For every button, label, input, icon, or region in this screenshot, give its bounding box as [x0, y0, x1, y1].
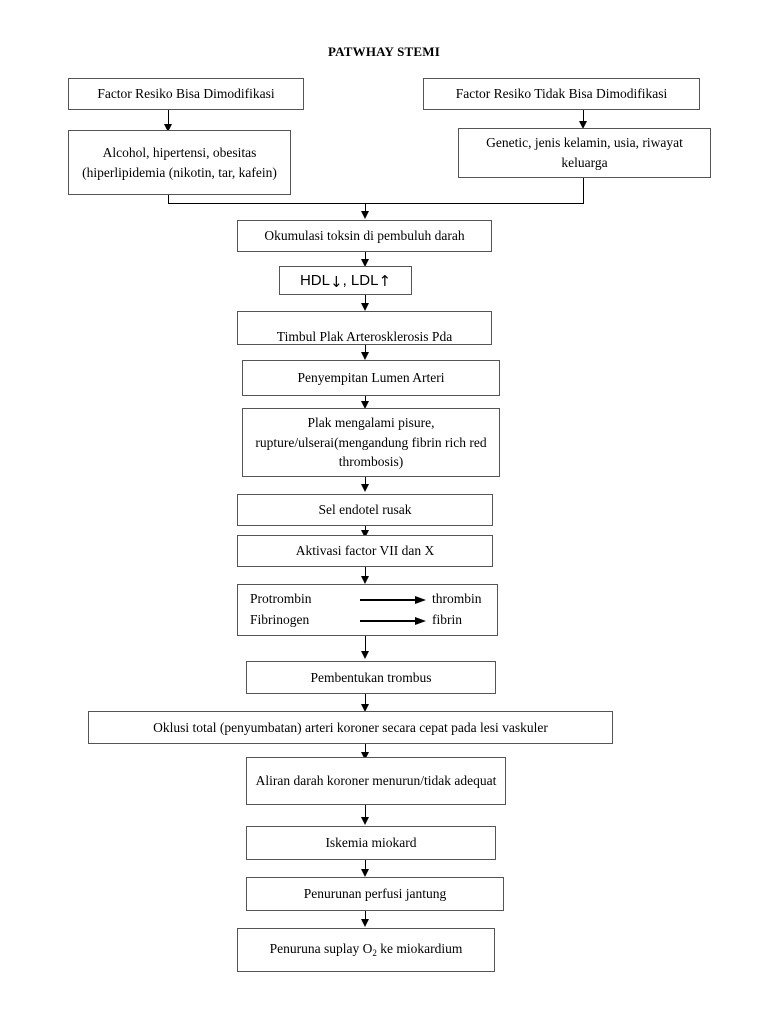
- node-lumen-narrowing-label: Penyempitan Lumen Arteri: [297, 370, 445, 386]
- node-risk-modifiable-detail: Alcohol, hipertensi, obesitas (hiperlipi…: [68, 130, 291, 195]
- node-risk-modifiable-detail-label: Alcohol, hipertensi, obesitas (hiperlipi…: [82, 144, 277, 180]
- lipid-hdl-label: HDL: [299, 271, 330, 289]
- node-lipid-profile-content: HDL↓, LDL↑: [286, 270, 405, 292]
- arrowhead-ischemia-to-perfusion: [361, 869, 369, 877]
- node-coagulation-cascade: Protrombin thrombin Fibrinogen fibrin: [237, 584, 498, 636]
- connector-left-branch-drop: [168, 195, 169, 204]
- node-lumen-narrowing: Penyempitan Lumen Arteri: [242, 360, 500, 396]
- node-myocardial-ischemia-label: Iskemia miokard: [325, 835, 417, 851]
- coagulation-row-fibrinogen: Fibrinogen fibrin: [250, 610, 491, 631]
- arrowhead-lipid-to-plaque: [361, 303, 369, 311]
- arrowhead-merge-to-toxin: [361, 211, 369, 219]
- node-plaque-formation-label: Timbul Plak Arterosklerosis Pda: [276, 329, 453, 345]
- node-coronary-flow: Aliran darah koroner menurun/tidak adequ…: [246, 757, 506, 805]
- lipid-ldl-label: LDL: [350, 271, 379, 289]
- node-total-occlusion: Oklusi total (penyumbatan) arteri korone…: [88, 711, 613, 744]
- node-coronary-flow-label: Aliran darah koroner menurun/tidak adequ…: [255, 773, 497, 789]
- node-toxin-accumulation: Okumulasi toksin di pembuluh darah: [237, 220, 492, 252]
- oxygen-supply-text-post: ke miokardium: [376, 941, 463, 957]
- node-plaque-rupture: Plak mengalami pisure, rupture/ulserai(m…: [242, 408, 500, 477]
- node-factor-activation: Aktivasi factor VII dan X: [237, 535, 493, 567]
- connector-lumen-to-rupture: [365, 396, 366, 405]
- arrowhead-endothelial-to-factor: [361, 530, 369, 538]
- coagulation-row-prothrombin: Protrombin thrombin: [250, 589, 491, 610]
- connector-rupture-to-endothelial: [365, 477, 366, 487]
- oxygen-supply-text-pre: Penuruna suplay O: [269, 941, 373, 957]
- node-factor-activation-label: Aktivasi factor VII dan X: [295, 543, 435, 559]
- arrowhead-factor-to-coagulation: [361, 576, 369, 584]
- right-arrow-icon: [360, 595, 426, 604]
- node-oxygen-supply: Penuruna suplay O2 ke miokardium: [237, 928, 495, 972]
- node-plaque-rupture-label: Plak mengalami pisure, rupture/ulserai(m…: [255, 415, 487, 470]
- arrowhead-toxin-to-lipid: [361, 259, 369, 267]
- connector-lipid-to-plaque: [365, 295, 366, 306]
- connector-thrombus-to-occlusion: [365, 694, 366, 707]
- arrowhead-risk-modifiable-to-detail: [164, 124, 172, 132]
- node-risk-modifiable-label: Factor Resiko Bisa Dimodifikasi: [97, 86, 275, 102]
- arrowhead-rupture-to-endothelial: [361, 484, 369, 492]
- node-thrombus-formation-label: Pembentukan trombus: [310, 669, 432, 685]
- connector-perfusion-to-oxygen: [365, 911, 366, 924]
- node-total-occlusion-label: Oklusi total (penyumbatan) arteri korone…: [153, 719, 548, 735]
- connector-right-branch-drop: [583, 178, 584, 204]
- connector-plaque-to-lumen: [365, 345, 366, 356]
- node-myocardial-ischemia: Iskemia miokard: [246, 826, 496, 860]
- connector-occlusion-to-flow: [365, 744, 366, 756]
- node-perfusion-decrease: Penurunan perfusi jantung: [246, 877, 504, 911]
- arrowhead-thrombus-to-occlusion: [361, 704, 369, 712]
- node-oxygen-supply-label: Penuruna suplay O2 ke miokardium: [244, 939, 488, 960]
- node-risk-modifiable: Factor Resiko Bisa Dimodifikasi: [68, 78, 304, 110]
- coagulation-fibrinogen-label: Fibrinogen: [250, 612, 310, 627]
- node-endothelial-damage-label: Sel endotel rusak: [318, 502, 412, 518]
- connector-ischemia-to-perfusion: [365, 860, 366, 873]
- connector-merge-bar: [168, 203, 584, 204]
- arrowhead-occlusion-to-flow: [361, 752, 369, 760]
- connector-merge-to-toxin: [365, 203, 366, 214]
- arrowhead-flow-to-ischemia: [361, 817, 369, 825]
- node-endothelial-damage: Sel endotel rusak: [237, 494, 493, 526]
- arrowhead-risk-nonmodifiable-to-detail: [579, 121, 587, 129]
- node-risk-nonmodifiable-detail-label: Genetic, jenis kelamin, usia, riwayat ke…: [486, 135, 683, 170]
- arrowhead-lumen-to-rupture: [361, 401, 369, 409]
- arrowhead-perfusion-to-oxygen: [361, 919, 369, 927]
- coagulation-thrombin-label: thrombin: [432, 591, 482, 607]
- node-risk-nonmodifiable: Factor Resiko Tidak Bisa Dimodifikasi: [423, 78, 700, 110]
- node-risk-nonmodifiable-label: Factor Resiko Tidak Bisa Dimodifikasi: [455, 86, 668, 102]
- coagulation-prothrombin-label: Protrombin: [250, 591, 312, 607]
- connector-flow-to-ischemia: [365, 805, 366, 820]
- node-perfusion-decrease-label: Penurunan perfusi jantung: [303, 886, 447, 902]
- right-arrow-icon: [360, 616, 426, 625]
- page-title: PATWHAY STEMI: [327, 44, 441, 59]
- coagulation-fibrin-label: fibrin: [432, 612, 462, 627]
- node-thrombus-formation: Pembentukan trombus: [246, 661, 496, 694]
- lipid-separator: ,: [342, 271, 347, 289]
- connector-toxin-to-lipid: [365, 252, 366, 262]
- node-risk-nonmodifiable-detail: Genetic, jenis kelamin, usia, riwayat ke…: [458, 128, 711, 178]
- connector-risk-modifiable-to-detail: [168, 110, 170, 127]
- connector-risk-nonmodifiable-to-detail: [583, 110, 585, 124]
- arrowhead-plaque-to-lumen: [361, 352, 369, 360]
- node-lipid-profile: HDL↓, LDL↑: [279, 266, 412, 295]
- connector-factor-to-coagulation: [365, 567, 366, 579]
- arrowhead-coagulation-to-thrombus: [361, 651, 369, 659]
- node-toxin-accumulation-label: Okumulasi toksin di pembuluh darah: [264, 228, 465, 244]
- lipid-hdl-down-arrow-icon: ↓: [329, 272, 343, 291]
- node-coagulation-cascade-content: Protrombin thrombin Fibrinogen fibrin: [250, 589, 491, 631]
- node-plaque-formation: Timbul Plak Arterosklerosis Pda: [237, 311, 492, 345]
- lipid-ldl-up-arrow-icon: ↑: [378, 271, 392, 290]
- connector-coagulation-to-thrombus: [365, 636, 366, 654]
- oxygen-subscript: 2: [372, 948, 377, 959]
